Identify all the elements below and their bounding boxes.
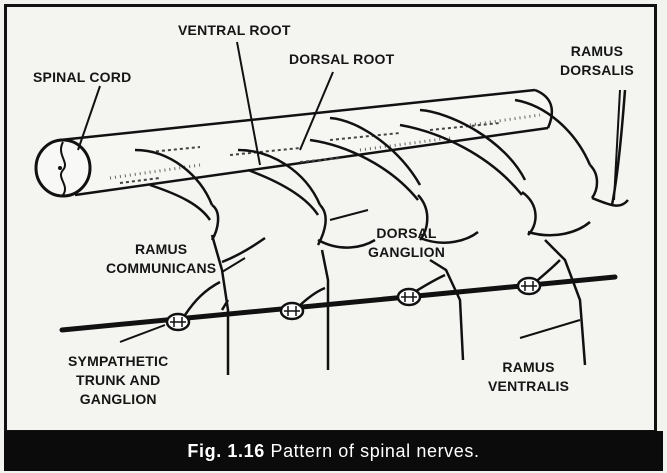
label-dorsal-root: DORSAL ROOT (289, 50, 394, 69)
label-sympathetic-line3: GANGLION (68, 390, 168, 409)
label-spinal-cord: SPINAL CORD (33, 68, 131, 87)
label-dorsal-ganglion-line1: DORSAL (368, 224, 445, 243)
spinal-nerve-2 (238, 150, 375, 370)
leader-dorsal-ganglion (330, 210, 368, 220)
leader-sympathetic (120, 325, 165, 342)
figure-caption-text: Pattern of spinal nerves. (270, 441, 479, 461)
label-ramus-ventralis-line1: RAMUS (488, 358, 569, 377)
label-ramus-dorsalis: RAMUS DORSALIS (560, 42, 634, 80)
label-dorsal-ganglion: DORSAL GANGLION (368, 224, 445, 262)
label-sympathetic-line2: TRUNK AND (68, 371, 168, 390)
label-ventral-root: VENTRAL ROOT (178, 21, 291, 40)
label-ramus-communicans-line1: RAMUS (106, 240, 216, 259)
spinal-cord-cross-section (36, 140, 90, 196)
label-ramus-dorsalis-line2: DORSALIS (560, 61, 634, 80)
label-ramus-communicans: RAMUS COMMUNICANS (106, 240, 216, 278)
label-ramus-ventralis-line2: VENTRALIS (488, 377, 569, 396)
label-sympathetic-trunk: SYMPATHETIC TRUNK AND GANGLION (68, 352, 168, 409)
label-sympathetic-line1: SYMPATHETIC (68, 352, 168, 371)
figure-number: Fig. 1.16 (187, 441, 264, 461)
label-ramus-ventralis: RAMUS VENTRALIS (488, 358, 569, 396)
spinal-cord (36, 90, 552, 196)
figure-caption: Fig. 1.16 Pattern of spinal nerves. (4, 431, 663, 471)
label-dorsal-ganglion-line2: GANGLION (368, 243, 445, 262)
label-ramus-dorsalis-line1: RAMUS (560, 42, 634, 61)
caption-bar: Fig. 1.16 Pattern of spinal nerves. (4, 431, 663, 471)
leader-ramus-ventralis (520, 320, 580, 338)
label-ramus-communicans-line2: COMMUNICANS (106, 259, 216, 278)
leader-lines (78, 42, 620, 342)
